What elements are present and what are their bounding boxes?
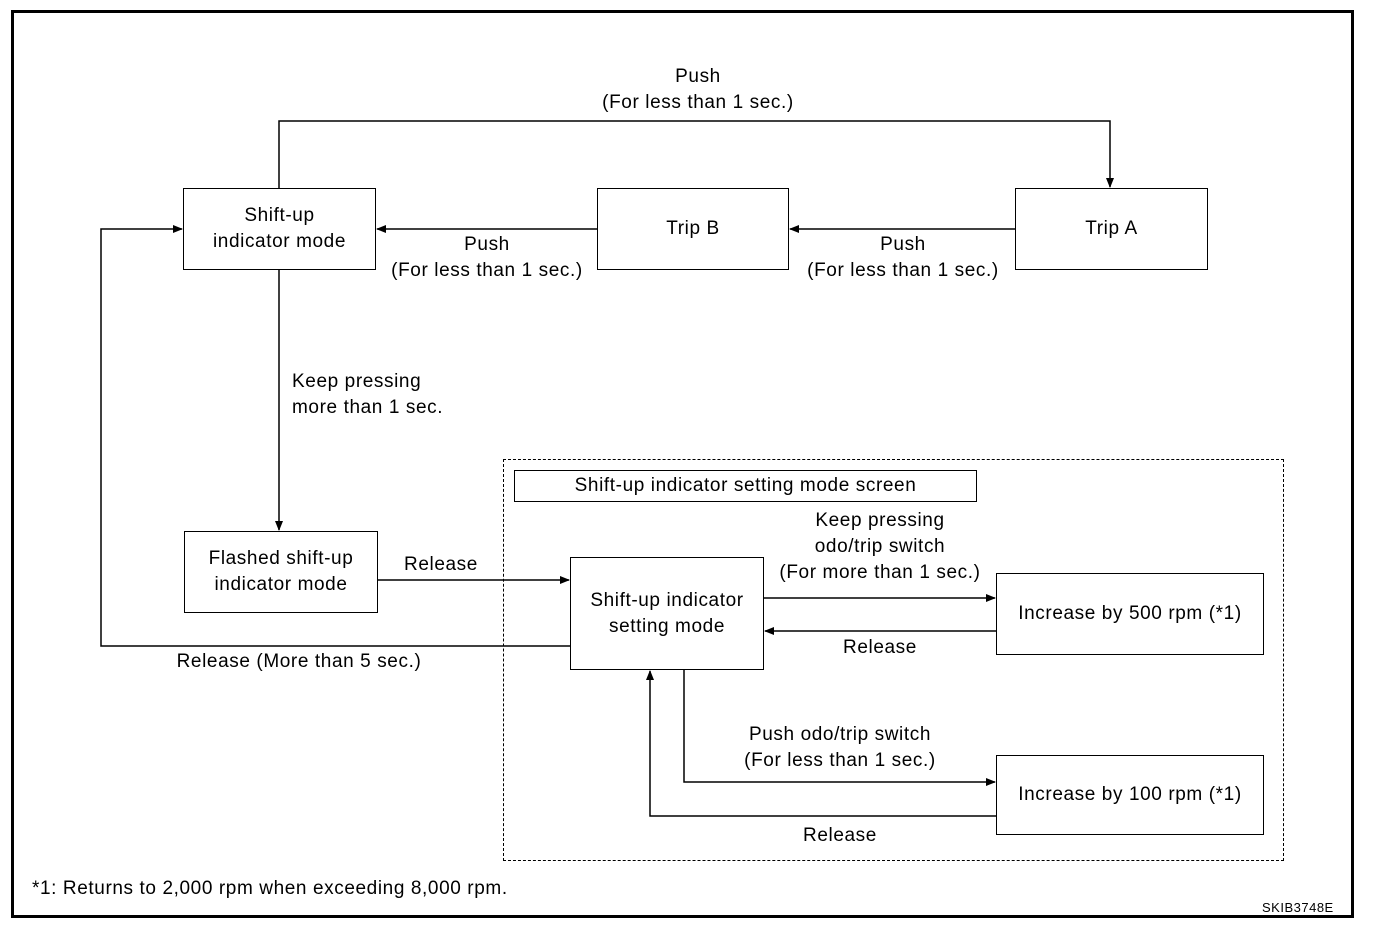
footnote: *1: Returns to 2,000 rpm when exceeding …	[32, 878, 508, 899]
edge-release-5sec	[100, 225, 571, 647]
node-increase-100: Increase by 100 rpm (*1)	[996, 755, 1264, 835]
node-increase-500: Increase by 500 rpm (*1)	[996, 573, 1264, 655]
group-title: Shift-up indicator setting mode screen	[574, 475, 917, 496]
node-trip-b-label: Trip B	[666, 218, 720, 239]
node-increase-500-label: Increase by 500 rpm (*1)	[1018, 603, 1242, 624]
node-shift-up-label: Shift-up indicator mode	[212, 205, 347, 252]
group-title-box: Shift-up indicator setting mode screen	[514, 470, 977, 502]
node-trip-a: Trip A	[1015, 188, 1208, 270]
setting-screen-group	[503, 459, 1284, 861]
edge-release-100	[646, 670, 997, 817]
label-release-500: Release	[843, 637, 917, 658]
label-release-100: Release	[803, 825, 877, 846]
node-shift-up-indicator-mode: Shift-up indicator mode	[183, 188, 376, 270]
figure-code: SKIB3748E	[1262, 900, 1334, 915]
node-trip-a-label: Trip A	[1085, 218, 1138, 239]
node-flashed-label: Flashed shift-up indicator mode	[208, 548, 354, 595]
node-trip-b: Trip B	[597, 188, 789, 270]
label-push-odo: Push odo/trip switch (For less than 1 se…	[744, 724, 936, 771]
edge-top-push	[278, 120, 1114, 189]
label-top-push: Push (For less than 1 sec.)	[602, 66, 794, 113]
node-flashed-mode: Flashed shift-up indicator mode	[184, 531, 378, 613]
label-keep-pressing: Keep pressing more than 1 sec.	[292, 371, 444, 418]
node-increase-100-label: Increase by 100 rpm (*1)	[1018, 784, 1242, 805]
label-keep-odo: Keep pressing odo/trip switch (For more …	[779, 510, 981, 583]
label-release-5sec: Release (More than 5 sec.)	[176, 651, 422, 672]
node-setting-mode: Shift-up indicator setting mode	[570, 557, 764, 670]
label-release-flashed: Release	[404, 554, 478, 575]
diagram-frame	[11, 10, 1354, 918]
edge-push-odo	[683, 669, 996, 786]
label-tripb-to-shift: Push (For less than 1 sec.)	[391, 234, 583, 281]
node-setting-label: Shift-up indicator setting mode	[590, 589, 744, 637]
label-tripa-to-tripb: Push (For less than 1 sec.)	[807, 234, 999, 281]
